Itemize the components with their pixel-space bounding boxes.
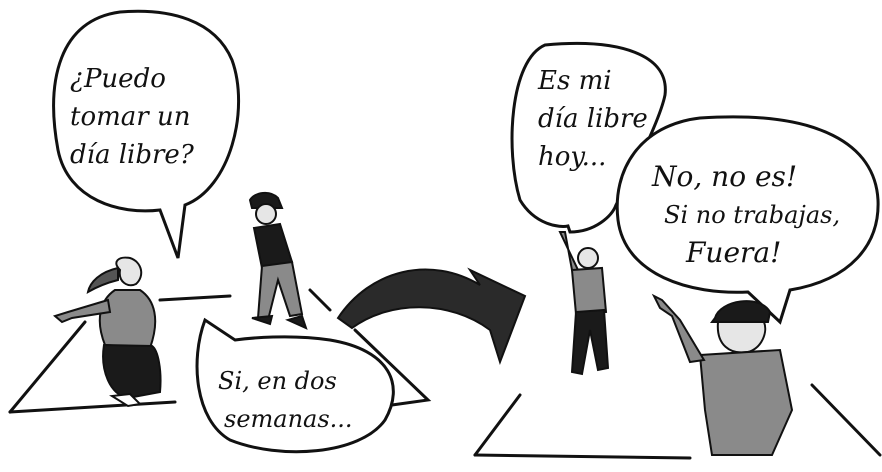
boss-reply-text: Si, en dos semanas... xyxy=(218,362,353,438)
transition-arrow xyxy=(336,267,527,366)
worker-speech-text: Es mi día libre hoy... xyxy=(538,62,648,176)
bubble-line: Fuera! xyxy=(686,236,782,269)
bubble-line: Es mi xyxy=(538,66,612,96)
speech-bubble-boss-reply xyxy=(195,317,395,454)
boss-figure-right xyxy=(651,293,794,456)
bubble-line: hoy... xyxy=(538,142,607,172)
boss-figure-left xyxy=(248,192,308,330)
woman-speech-text: ¿Puedo tomar un día libre? xyxy=(70,60,194,174)
bubble-line: ¿Puedo xyxy=(70,64,166,94)
bubble-line: No, no es! xyxy=(652,160,798,193)
speech-bubble-worker xyxy=(510,41,667,234)
bubble-line: tomar un xyxy=(70,102,191,132)
worker-figure xyxy=(558,231,610,376)
bubble-line: día libre xyxy=(538,104,648,134)
bubble-line: Si, en dos xyxy=(218,367,337,395)
bubble-line: día libre? xyxy=(70,140,194,170)
woman-figure xyxy=(52,256,162,408)
speech-bubble-woman xyxy=(52,9,240,259)
boss-angry-text: No, no es! Si no trabajas, Fuera! xyxy=(652,158,840,272)
right-floor xyxy=(473,383,882,460)
left-floor xyxy=(8,288,432,414)
speech-bubble-boss-angry xyxy=(615,115,880,325)
bubble-line: semanas... xyxy=(224,405,353,433)
bubble-line: Si no trabajas, xyxy=(664,201,841,229)
